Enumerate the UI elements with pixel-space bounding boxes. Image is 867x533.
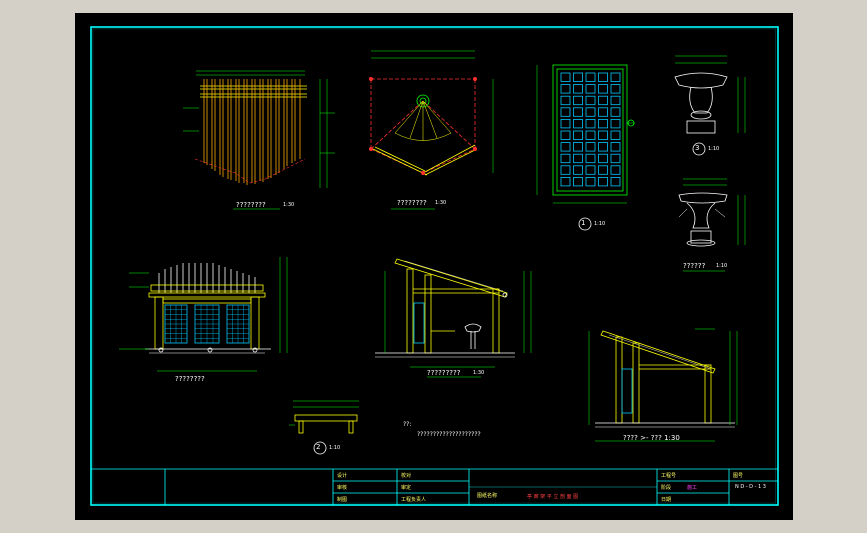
lattice-grid (560, 72, 621, 187)
lattice-cell (585, 72, 596, 82)
tb-drawer: 制图 (337, 497, 348, 503)
note-title: ??: (403, 421, 412, 428)
side-elevation-scale: 1:30 (473, 370, 485, 376)
screen-detail-scale: 1:10 (594, 221, 606, 227)
lattice-cell (598, 153, 608, 164)
side-elevation (375, 258, 532, 378)
lattice-cell (598, 142, 608, 152)
tb-phase-label: 阶段 (661, 485, 672, 491)
lattice-cell (598, 130, 608, 140)
tb-drawing-no: N D - D - 1 3 (735, 484, 766, 490)
lattice-cell (610, 165, 621, 175)
lattice-cell (585, 176, 596, 187)
roof-plan-scale: 1:30 (435, 200, 447, 206)
lattice-cell (560, 107, 571, 117)
tb-approver: 审定 (401, 485, 412, 491)
tb-drawing-no-label: 图号 (733, 473, 744, 479)
lattice-cell (573, 95, 583, 106)
front-elevation (119, 257, 288, 372)
front-elevation-title: ???????? (175, 375, 205, 383)
stool-detail-top (674, 55, 746, 156)
lattice-cell (560, 119, 571, 129)
lattice-cell (610, 176, 621, 187)
lattice-cell (573, 107, 583, 117)
tb-project-leader: 工程负责人 (401, 497, 427, 503)
plan-view-scale: 1:30 (283, 202, 295, 208)
lattice-cell (560, 142, 571, 152)
screen-detail-number: 1 (581, 219, 586, 227)
pergola-plan-view (183, 70, 335, 210)
lattice-cell (573, 72, 583, 82)
lattice-cell (573, 119, 583, 129)
section-2-number: 2 (316, 443, 321, 451)
lattice-cell (560, 95, 571, 106)
lattice-cell (560, 84, 571, 94)
lattice-cell (598, 84, 608, 94)
lattice-cell (573, 176, 583, 187)
section-view-title: ???? >- ??? 1:30 (623, 434, 680, 442)
lattice-cell (598, 72, 608, 82)
lattice-cell (610, 119, 621, 129)
lattice-cell (610, 142, 621, 152)
lattice-cell (585, 142, 596, 152)
title-block (91, 468, 778, 505)
lattice-cell (610, 153, 621, 164)
tb-designer: 设计 (337, 473, 348, 479)
section-2-scale: 1:10 (329, 445, 341, 451)
lattice-cell (573, 130, 583, 140)
lattice-cell (573, 84, 583, 94)
lattice-cell (560, 72, 571, 82)
stool-detail-number: 3 (695, 144, 700, 152)
lattice-cell (610, 130, 621, 140)
lattice-cell (585, 84, 596, 94)
lattice-cell (573, 165, 583, 175)
plan-view-title: ???????? (236, 201, 266, 209)
lattice-cell (560, 176, 571, 187)
note-text: ???????????????????? (417, 431, 481, 438)
cad-drawing (90, 26, 779, 506)
stool-elevation-title: ?????? (683, 262, 706, 270)
lattice-cell (610, 107, 621, 117)
section-2-detail (289, 400, 359, 455)
roof-plan-title: ???????? (397, 199, 427, 207)
lattice-cell (610, 72, 621, 82)
tb-drawing-name-label: 图纸名称 (477, 493, 498, 499)
lattice-cell (585, 95, 596, 106)
lattice-cell (585, 165, 596, 175)
side-elevation-title: ????????? (427, 369, 461, 377)
cad-drawing-viewport[interactable]: ???????? 1:30 ???????? 1:30 1 1:10 3 1:1… (75, 13, 793, 520)
lattice-cell (585, 119, 596, 129)
lattice-cell (560, 165, 571, 175)
stool-elevation (678, 178, 746, 272)
lattice-cell (560, 130, 571, 140)
tb-reviewer: 校对 (401, 473, 412, 479)
lattice-cell (573, 142, 583, 152)
stool-elevation-scale: 1:10 (716, 263, 728, 269)
tb-phase-value: 施工 (687, 485, 698, 491)
lattice-cell (598, 107, 608, 117)
lattice-cell (560, 153, 571, 164)
lattice-cell (598, 165, 608, 175)
tb-drawing-name: 亭 廊 架 平 立 剖 面 图 (527, 494, 579, 500)
tb-project-no-label: 工程号 (661, 473, 677, 479)
lattice-cell (610, 84, 621, 94)
lattice-cell (598, 95, 608, 106)
drawing-frame (90, 26, 779, 506)
lattice-cell (573, 153, 583, 164)
tb-checker: 审核 (337, 485, 348, 491)
lattice-cell (598, 119, 608, 129)
lattice-cell (610, 95, 621, 106)
lattice-screen-detail (536, 64, 635, 231)
stool-detail-scale: 1:10 (708, 146, 720, 152)
lattice-cell (598, 176, 608, 187)
section-view (588, 328, 738, 442)
lattice-cell (585, 130, 596, 140)
tb-date-label: 日期 (661, 497, 672, 503)
roof-plan-view (369, 50, 494, 210)
lattice-cell (585, 107, 596, 117)
lattice-cell (585, 153, 596, 164)
